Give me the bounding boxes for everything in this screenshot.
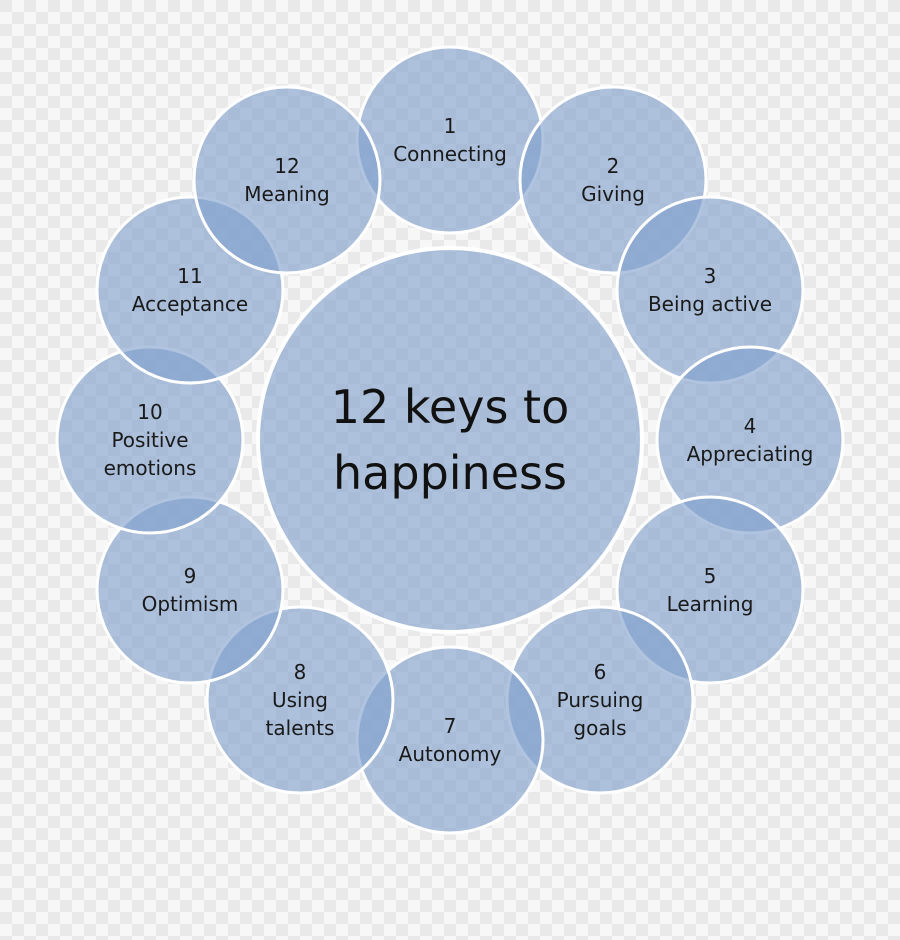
key-label-3: 3 Being active [620, 262, 800, 318]
key-label-8: 8 Using talents [210, 658, 390, 742]
key-number: 8 [293, 660, 307, 684]
key-text: Giving [581, 182, 645, 206]
key-text: Positive [111, 428, 189, 452]
key-label-7: 7 Autonomy [360, 712, 540, 768]
key-label-2: 2 Giving [523, 152, 703, 208]
key-text: Learning [666, 592, 754, 616]
key-number: 2 [606, 154, 620, 178]
key-number: 12 [274, 154, 300, 178]
key-number: 3 [703, 264, 717, 288]
key-number: 9 [183, 564, 197, 588]
key-label-5: 5 Learning [620, 562, 800, 618]
key-number: 4 [743, 414, 757, 438]
key-text: Appreciating [686, 442, 814, 466]
key-text: talents [265, 716, 335, 740]
key-number: 11 [177, 264, 203, 288]
key-label-6: 6 Pursuing goals [510, 658, 690, 742]
key-label-10: 10 Positive emotions [60, 398, 240, 482]
center-title: 12 keys to happiness [270, 374, 630, 506]
center-title-line-2: happiness [333, 446, 567, 500]
center-title-line-1: 12 keys to [330, 380, 570, 434]
key-text: Optimism [141, 592, 239, 616]
key-number: 7 [443, 714, 457, 738]
key-text: Connecting [393, 142, 507, 166]
key-text: Meaning [244, 182, 330, 206]
key-label-1: 1 Connecting [360, 112, 540, 168]
key-text: goals [573, 716, 627, 740]
key-label-12: 12 Meaning [197, 152, 377, 208]
key-text: Being active [647, 292, 773, 316]
key-label-11: 11 Acceptance [100, 262, 280, 318]
key-number: 10 [137, 400, 163, 424]
key-text: Acceptance [131, 292, 249, 316]
key-text: emotions [103, 456, 197, 480]
center-circle [256, 246, 644, 634]
key-text: Using [272, 688, 328, 712]
key-label-9: 9 Optimism [100, 562, 280, 618]
key-label-4: 4 Appreciating [660, 412, 840, 468]
key-number: 1 [443, 114, 457, 138]
key-number: 6 [593, 660, 607, 684]
key-text: Pursuing [556, 688, 644, 712]
key-circle-12 [192, 85, 382, 275]
key-text: Autonomy [398, 742, 502, 766]
key-number: 5 [703, 564, 717, 588]
